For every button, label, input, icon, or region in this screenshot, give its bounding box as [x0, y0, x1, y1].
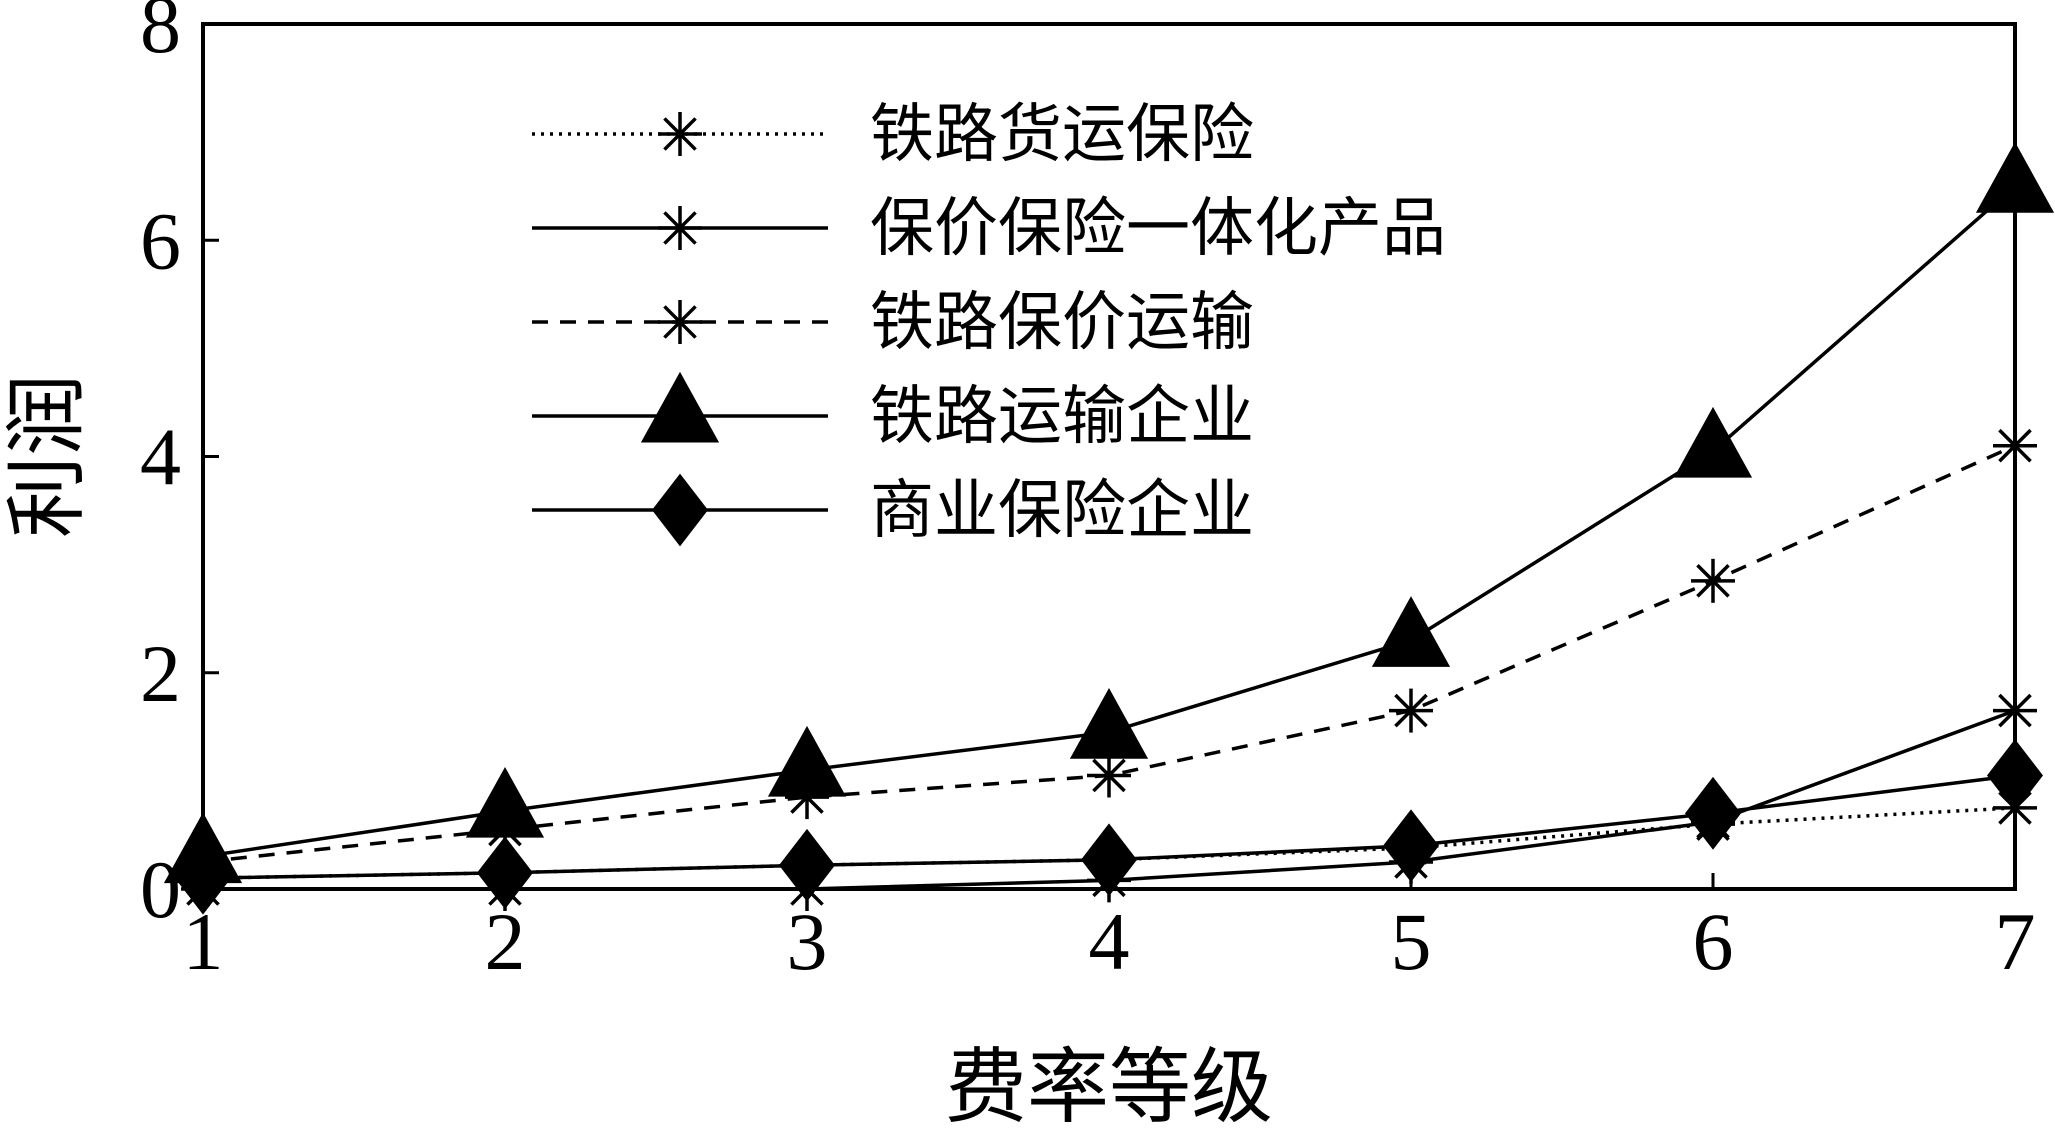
asterisk-marker: [658, 206, 702, 250]
series-layer: [163, 141, 2055, 915]
legend-item: 商业保险企业: [532, 473, 1254, 548]
x-tick-label: 4: [1089, 896, 1130, 987]
legend-label: 铁路货运保险: [870, 98, 1254, 172]
legend-item: 保价保险一体化产品: [532, 192, 1446, 266]
series-5: [175, 739, 2043, 915]
x-tick-label: 3: [787, 896, 828, 987]
legend-item: 铁路运输企业: [532, 371, 1254, 454]
y-axis-ticks: 0 2 4 6 8: [140, 0, 219, 935]
diamond-marker: [652, 473, 708, 547]
diamond-marker: [175, 841, 231, 915]
triangle-marker: [640, 371, 720, 443]
x-tick-label: 5: [1391, 896, 1432, 987]
diamond-marker: [1383, 809, 1439, 883]
asterisk-marker: [658, 112, 702, 156]
triangle-marker: [1069, 688, 1149, 759]
triangle-marker: [1975, 141, 2055, 213]
asterisk-marker: [1389, 688, 1433, 733]
triangle-marker: [465, 766, 545, 838]
legend-item: 铁路货运保险: [532, 98, 1254, 172]
asterisk-marker: [1993, 423, 2037, 468]
legend-label: 铁路运输企业: [870, 380, 1254, 454]
asterisk-marker: [658, 300, 702, 344]
legend-label: 铁路保价运输: [870, 286, 1254, 360]
asterisk-marker: [1993, 688, 2037, 733]
legend-label: 商业保险企业: [870, 474, 1254, 548]
x-tick-label: 7: [1995, 896, 2036, 987]
diamond-marker: [1081, 823, 1137, 897]
diamond-marker: [477, 836, 533, 910]
y-axis-title: 利润: [0, 374, 95, 538]
triangle-marker: [1673, 406, 1753, 478]
x-tick-label: 2: [485, 896, 526, 987]
y-tick-label: 2: [140, 628, 181, 719]
triangle-marker: [1371, 596, 1451, 667]
triangle-marker: [767, 725, 847, 797]
diamond-marker: [779, 828, 835, 902]
y-tick-label: 8: [140, 0, 181, 70]
x-axis-title: 费率等级: [945, 1040, 1273, 1135]
x-tick-label: 6: [1693, 896, 1734, 987]
diamond-marker: [1685, 776, 1741, 850]
asterisk-marker: [1691, 558, 1735, 603]
asterisk-marker: [1087, 753, 1131, 798]
y-tick-label: 0: [140, 844, 181, 935]
y-tick-label: 6: [140, 195, 181, 286]
legend-item: 铁路保价运输: [532, 286, 1254, 360]
y-tick-label: 4: [140, 412, 181, 503]
legend-label: 保价保险一体化产品: [870, 192, 1446, 266]
diamond-marker: [1987, 739, 2043, 812]
